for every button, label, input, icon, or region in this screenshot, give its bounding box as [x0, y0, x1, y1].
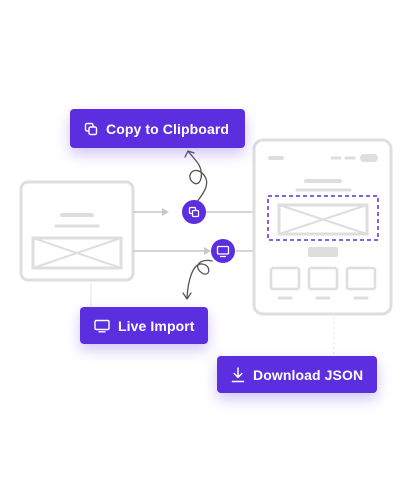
- target-card: [307, 266, 339, 291]
- download-json-button[interactable]: Download JSON: [217, 356, 377, 393]
- monitor-icon: [94, 319, 110, 333]
- target-wireframe: [252, 138, 393, 316]
- copy-icon: [84, 122, 98, 136]
- monitor-node-icon: [211, 239, 235, 263]
- source-image-placeholder: [31, 236, 123, 270]
- source-wireframe: [19, 180, 135, 282]
- copy-to-clipboard-button[interactable]: Copy to Clipboard: [70, 109, 245, 148]
- copy-to-clipboard-label: Copy to Clipboard: [106, 120, 230, 137]
- live-import-label: Live Import: [118, 317, 195, 334]
- target-card: [345, 266, 377, 291]
- curly-arrow-down: [182, 259, 213, 300]
- target-nav-button: [360, 154, 378, 162]
- download-json-label: Download JSON: [253, 366, 364, 383]
- copy-node-icon: [182, 200, 206, 224]
- target-card: [269, 266, 301, 291]
- download-icon: [231, 366, 245, 383]
- target-cta-button: [308, 247, 338, 257]
- curly-arrow-up: [184, 150, 208, 204]
- target-image-placeholder: [277, 203, 369, 236]
- live-import-button[interactable]: Live Import: [80, 307, 208, 344]
